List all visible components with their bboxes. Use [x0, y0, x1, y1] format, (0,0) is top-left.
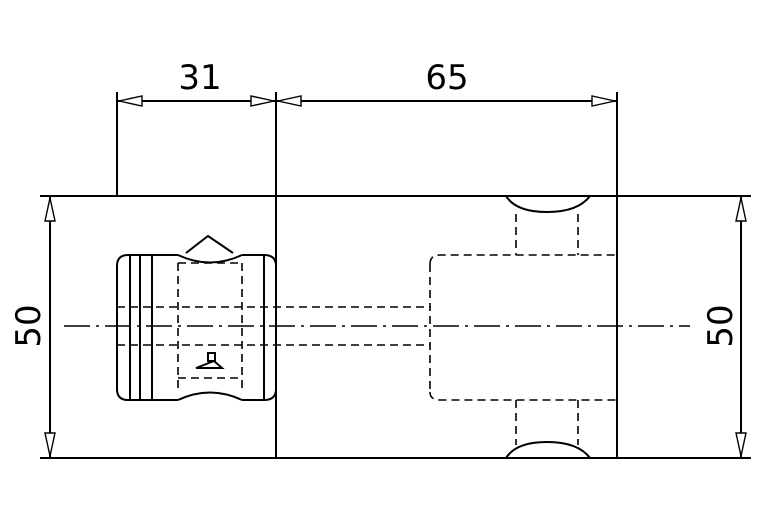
arrow-50-right-bottom: [735, 432, 747, 457]
dimension-31: 31: [116, 58, 277, 196]
arrow-50-right-top: [735, 197, 747, 222]
hidden-pocket-bottom: [429, 391, 617, 401]
dimension-65: 65: [276, 58, 618, 458]
dimension-label-31: 31: [178, 58, 221, 98]
hub-top-notch: [177, 254, 243, 264]
arrow-65-left: [277, 95, 302, 107]
arrow-50-left-top: [44, 197, 56, 222]
dimension-label-50-left: 50: [9, 304, 49, 347]
dimension-50-right: 50: [701, 196, 747, 458]
arrow-65-right: [591, 95, 616, 107]
right-body-ports: [505, 195, 591, 459]
left-hub: [116, 234, 277, 401]
dimension-50-left: 50: [9, 196, 56, 458]
port-bottom-curve: [505, 440, 591, 459]
set-screw-bottom: [195, 359, 225, 369]
port-top-curve: [505, 195, 591, 214]
hidden-pocket-top: [429, 254, 617, 265]
arrow-31-right: [250, 95, 275, 107]
part-outline: [40, 195, 751, 459]
hub-right-contour: [263, 254, 277, 401]
hidden-lines-right: [429, 214, 617, 445]
arrow-50-left-bottom: [44, 432, 56, 457]
set-screw-bottom-tip: [207, 352, 216, 362]
hub-bottom-notch: [177, 391, 243, 401]
set-screw-top: [185, 234, 234, 254]
dimension-label-50-right: 50: [701, 304, 741, 347]
arrow-31-left: [118, 95, 143, 107]
dimension-label-65: 65: [425, 58, 468, 98]
hidden-lines-left: [117, 262, 430, 392]
hub-left-contour: [116, 254, 129, 401]
